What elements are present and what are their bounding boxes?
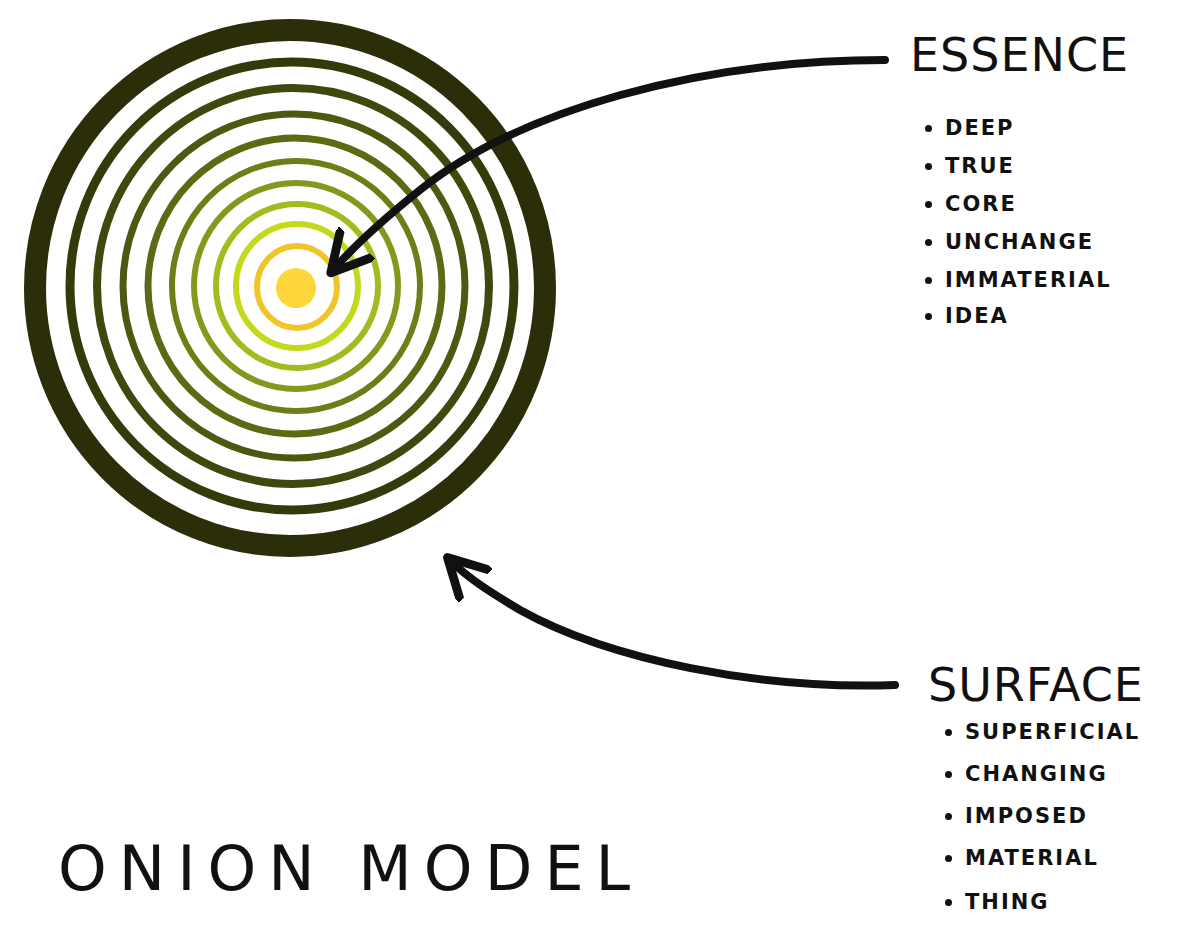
list-item: TRUE xyxy=(945,156,1015,177)
bullet-dot xyxy=(945,813,952,820)
leader-arrow xyxy=(452,562,895,686)
list-item: MATERIAL xyxy=(965,848,1099,869)
list-item: IDEA xyxy=(945,306,1009,327)
bullet-dot xyxy=(925,239,932,246)
bullet-dot xyxy=(945,771,952,778)
bullet-dot xyxy=(945,899,952,906)
diagram-title: ONION MODEL xyxy=(58,838,642,900)
list-item: THING xyxy=(965,892,1050,913)
bullet-dot xyxy=(925,163,932,170)
onion-rings xyxy=(35,30,545,546)
list-item: CORE xyxy=(945,194,1017,215)
bullet-dot xyxy=(925,201,932,208)
group-heading: ESSENCE xyxy=(910,32,1129,78)
bullet-dot xyxy=(945,855,952,862)
leader-arrow xyxy=(335,60,885,268)
list-item: CHANGING xyxy=(965,764,1108,785)
bullet-dot xyxy=(945,729,952,736)
bullet-dot xyxy=(925,277,932,284)
list-item: IMPOSED xyxy=(965,806,1088,827)
bullet-dot xyxy=(925,125,932,132)
list-item: IMMATERIAL xyxy=(945,270,1112,291)
list-item: UNCHANGE xyxy=(945,232,1094,253)
list-item: DEEP xyxy=(945,118,1015,139)
onion-core xyxy=(276,268,316,308)
bullet-dot xyxy=(925,313,932,320)
group-heading: SURFACE xyxy=(928,662,1144,708)
list-item: SUPERFICIAL xyxy=(965,722,1140,743)
